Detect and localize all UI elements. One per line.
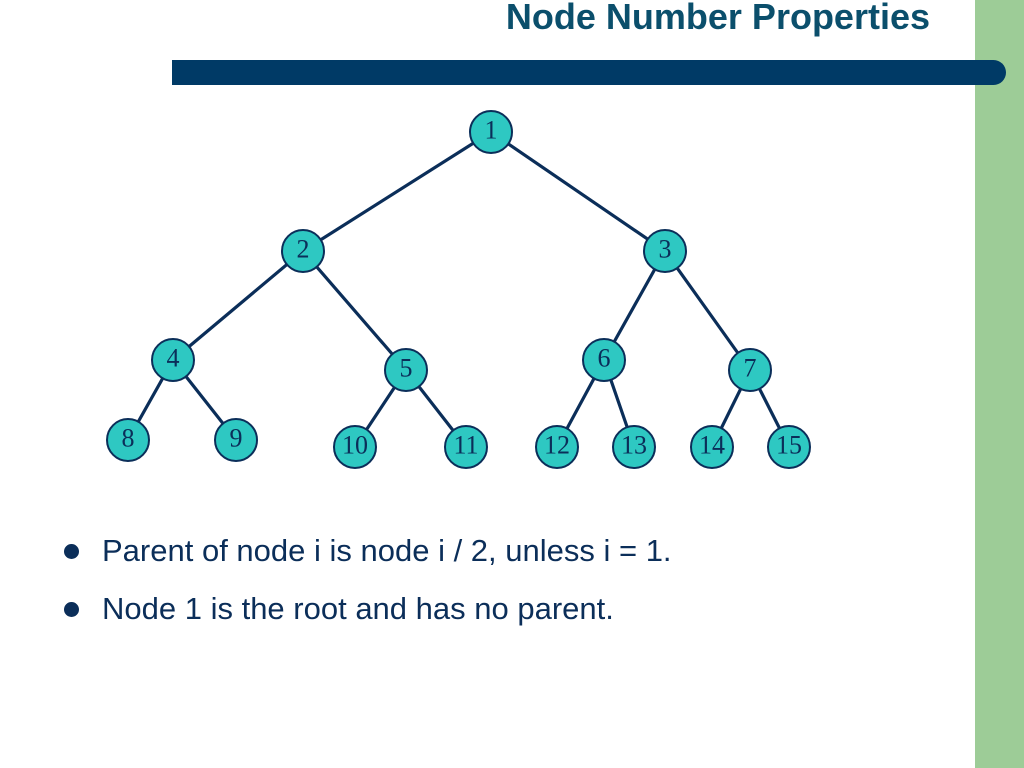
- tree-node-circle: [612, 425, 656, 469]
- side-band: [975, 0, 1024, 768]
- tree-node-15: 15: [767, 425, 811, 469]
- tree-node-label: 3: [659, 235, 672, 264]
- tree-node-label: 6: [598, 344, 611, 373]
- tree-node-circle: [281, 229, 325, 273]
- bullet-text: Parent of node i is node i / 2, unless i…: [102, 533, 672, 568]
- tree-node-label: 9: [230, 424, 243, 453]
- tree-node-8: 8: [106, 418, 150, 462]
- tree-node-circle: [444, 425, 488, 469]
- tree-node-circle: [469, 110, 513, 154]
- tree-node-label: 1: [485, 116, 498, 145]
- tree-node-label: 2: [297, 235, 310, 264]
- tree-node-circle: [643, 229, 687, 273]
- tree-node-label: 4: [167, 344, 180, 373]
- tree-node-circle: [582, 338, 626, 382]
- tree-node-circle: [690, 425, 734, 469]
- tree-edge-2-4: [171, 249, 305, 362]
- tree-node-label: 8: [122, 424, 135, 453]
- tree-node-circle: [728, 348, 772, 392]
- tree-node-label: 11: [453, 431, 478, 460]
- tree-edge-1-2: [301, 130, 493, 253]
- tree-node-label: 12: [544, 431, 570, 460]
- tree-node-10: 10: [333, 425, 377, 469]
- bullet-item: Parent of node i is node i / 2, unless i…: [64, 528, 964, 586]
- tree-node-11: 11: [444, 425, 488, 469]
- bullet-text: Node 1 is the root and has no parent.: [102, 591, 614, 626]
- tree-node-label: 14: [699, 431, 725, 460]
- tree-node-circle: [767, 425, 811, 469]
- tree-node-7: 7: [728, 348, 772, 392]
- tree-node-circle: [106, 418, 150, 462]
- tree-edge-2-5: [301, 249, 408, 372]
- tree-node-label: 15: [776, 431, 802, 460]
- tree-node-4: 4: [151, 338, 195, 382]
- tree-node-12: 12: [535, 425, 579, 469]
- tree-node-1: 1: [469, 110, 513, 154]
- tree-edges: [126, 130, 791, 449]
- bullet-dot-icon: [64, 544, 79, 559]
- title-underline-bar: [172, 60, 1006, 85]
- tree-node-label: 7: [744, 354, 757, 383]
- tree-node-label: 5: [400, 354, 413, 383]
- tree-node-circle: [151, 338, 195, 382]
- tree-node-5: 5: [384, 348, 428, 392]
- tree-node-circle: [384, 348, 428, 392]
- bullet-list: Parent of node i is node i / 2, unless i…: [64, 528, 964, 644]
- tree-node-circle: [214, 418, 258, 462]
- tree-node-2: 2: [281, 229, 325, 273]
- tree-node-13: 13: [612, 425, 656, 469]
- tree-edge-3-7: [663, 249, 752, 372]
- tree-node-3: 3: [643, 229, 687, 273]
- slide-title: Node Number Properties: [505, 0, 930, 37]
- tree-node-circle: [333, 425, 377, 469]
- bullet-item: Node 1 is the root and has no parent.: [64, 586, 964, 644]
- tree-node-label: 13: [621, 431, 647, 460]
- tree-node-6: 6: [582, 338, 626, 382]
- tree-node-label: 10: [342, 431, 368, 460]
- tree-node-9: 9: [214, 418, 258, 462]
- bullet-dot-icon: [64, 602, 79, 617]
- tree-node-circle: [535, 425, 579, 469]
- tree-node-14: 14: [690, 425, 734, 469]
- tree-edge-1-3: [489, 130, 667, 253]
